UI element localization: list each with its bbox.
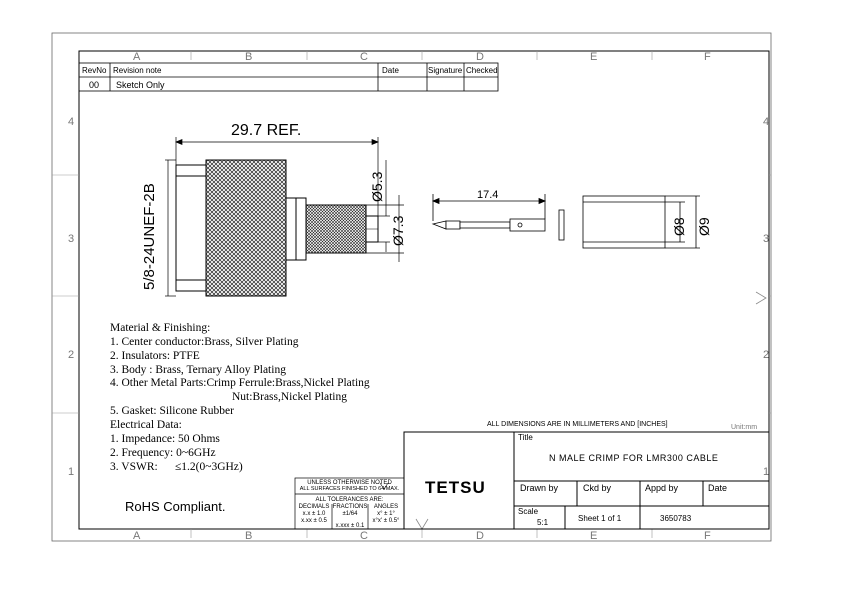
centering-mark-right bbox=[755, 291, 767, 305]
grid-row-2-right: 2 bbox=[763, 349, 770, 361]
grid-row-1: 1 bbox=[68, 466, 75, 478]
electrical-item-3: 3. VSWR: ≤1.2(0~3GHz) bbox=[110, 461, 243, 473]
dim-pin-length: 17.4 bbox=[477, 189, 499, 201]
material-item-4b: Nut:Brass,Nickel Plating bbox=[232, 391, 347, 403]
material-item-3: 3. Body : Brass, Ternary Alloy Plating bbox=[110, 364, 286, 376]
grid-row-3-right: 3 bbox=[763, 233, 770, 245]
rohs-note: RoHS Compliant. bbox=[125, 499, 226, 514]
grid-col-e-bottom: E bbox=[590, 530, 598, 542]
dim-length-ref: 29.7 REF. bbox=[231, 122, 302, 139]
tolerance-box-frame bbox=[294, 477, 405, 530]
appd-by-label: Appd by bbox=[645, 483, 679, 493]
grid-row-4: 4 bbox=[68, 116, 75, 128]
electrical-heading: Electrical Data: bbox=[110, 419, 182, 431]
electrical-item-1: 1. Impedance: 50 Ohms bbox=[110, 433, 220, 445]
outer-frame bbox=[51, 32, 772, 542]
tol-line3: ALL TOLERANCES ARE: bbox=[315, 497, 384, 503]
rev-header-signature: Signature bbox=[428, 66, 463, 75]
tol-dec-2: x.xx ± 0.5 bbox=[301, 518, 327, 524]
grid-col-a-bottom: A bbox=[133, 530, 141, 542]
rev-row-revno: 00 bbox=[89, 80, 100, 90]
dim-dia-crimp-outer: Ø9 bbox=[696, 217, 712, 236]
tol-line1: UNLESS OTHERWISE NOTED bbox=[307, 480, 392, 486]
dimensions-note: ALL DIMENSIONS ARE IN MILLIMETERS AND [I… bbox=[487, 421, 668, 428]
grid-col-b: B bbox=[245, 51, 253, 63]
drawing-title: N MALE CRIMP FOR LMR300 CABLE bbox=[549, 453, 719, 463]
dim-dia-crimp-inner: Ø8 bbox=[671, 217, 687, 236]
scale-value: 5:1 bbox=[537, 518, 549, 527]
material-item-1: 1. Center conductor:Brass, Silver Platin… bbox=[110, 336, 299, 348]
grid-ticks bbox=[52, 51, 771, 538]
grid-col-c: C bbox=[360, 51, 368, 63]
title-block-frame bbox=[403, 431, 770, 530]
tol-ang-2: x°x' ± 0.5° bbox=[372, 518, 400, 524]
tol-col-decimals: DECIMALS bbox=[298, 504, 330, 510]
grid-col-c-bottom: C bbox=[360, 530, 368, 542]
rev-header-date: Date bbox=[382, 66, 399, 75]
tol-frac-1: ±1/64 bbox=[342, 511, 358, 517]
part-number: 3650783 bbox=[660, 514, 692, 523]
grid-row-2: 2 bbox=[68, 349, 75, 361]
crimp-ferrule-drawing bbox=[582, 195, 700, 249]
rev-header-checked: Checked bbox=[466, 66, 498, 75]
gasket-drawing bbox=[558, 209, 565, 241]
drawn-by-label: Drawn by bbox=[520, 483, 559, 493]
material-item-5: 5. Gasket: Silicone Rubber bbox=[110, 405, 234, 417]
tol-col-angles: ANGLES bbox=[373, 504, 399, 510]
revision-table bbox=[78, 62, 499, 92]
material-item-2: 2. Insulators: PTFE bbox=[110, 350, 200, 362]
tol-col-fractions: FRACTIONS bbox=[332, 504, 368, 510]
scale-label: Scale bbox=[518, 507, 539, 516]
dim-dia-ferrule: Ø7.3 bbox=[390, 215, 406, 246]
tol-line2: ALL SURFACES FINISHED TO 64/MAX. bbox=[299, 486, 400, 492]
center-pin-drawing bbox=[431, 194, 547, 232]
tol-ang-1: x° ± 1° bbox=[377, 511, 395, 517]
material-item-4: 4. Other Metal Parts:Crimp Ferrule:Brass… bbox=[110, 377, 370, 389]
title-label: Title bbox=[518, 433, 533, 442]
rev-header-note: Revision note bbox=[113, 66, 162, 75]
material-heading: Material & Finishing: bbox=[110, 322, 211, 334]
grid-row-4-right: 4 bbox=[763, 116, 770, 128]
dim-thread: 5/8-24UNEF-2B bbox=[141, 183, 158, 290]
rev-header-revno: RevNo bbox=[82, 66, 107, 75]
grid-col-b-bottom: B bbox=[245, 530, 253, 542]
grid-col-d: D bbox=[476, 51, 484, 63]
grid-col-f: F bbox=[704, 51, 711, 63]
date-label: Date bbox=[708, 483, 728, 493]
dim-dia-small: Ø5.3 bbox=[369, 171, 385, 202]
dimension-lines-connector bbox=[165, 137, 404, 297]
grid-col-d-bottom: D bbox=[476, 530, 484, 542]
grid-row-3: 3 bbox=[68, 233, 75, 245]
rev-row-note: Sketch Only bbox=[116, 80, 165, 90]
ckd-by-label: Ckd by bbox=[583, 483, 612, 493]
tol-dec-1: x.x ± 1.0 bbox=[302, 511, 326, 517]
company-logo: TETSU bbox=[425, 478, 486, 497]
sheet-info: Sheet 1 of 1 bbox=[578, 514, 622, 523]
centering-mark-bottom bbox=[415, 518, 429, 530]
connector-side-view bbox=[175, 159, 379, 297]
tol-dec-3: x.xxx ± 0.1 bbox=[335, 523, 365, 529]
grid-row-1-right: 1 bbox=[763, 466, 770, 478]
grid-col-f-bottom: F bbox=[704, 530, 711, 542]
grid-col-a: A bbox=[133, 51, 141, 63]
unit-label: Unit:mm bbox=[731, 424, 758, 431]
grid-col-e: E bbox=[590, 51, 598, 63]
electrical-item-2: 2. Frequency: 0~6GHz bbox=[110, 447, 216, 459]
